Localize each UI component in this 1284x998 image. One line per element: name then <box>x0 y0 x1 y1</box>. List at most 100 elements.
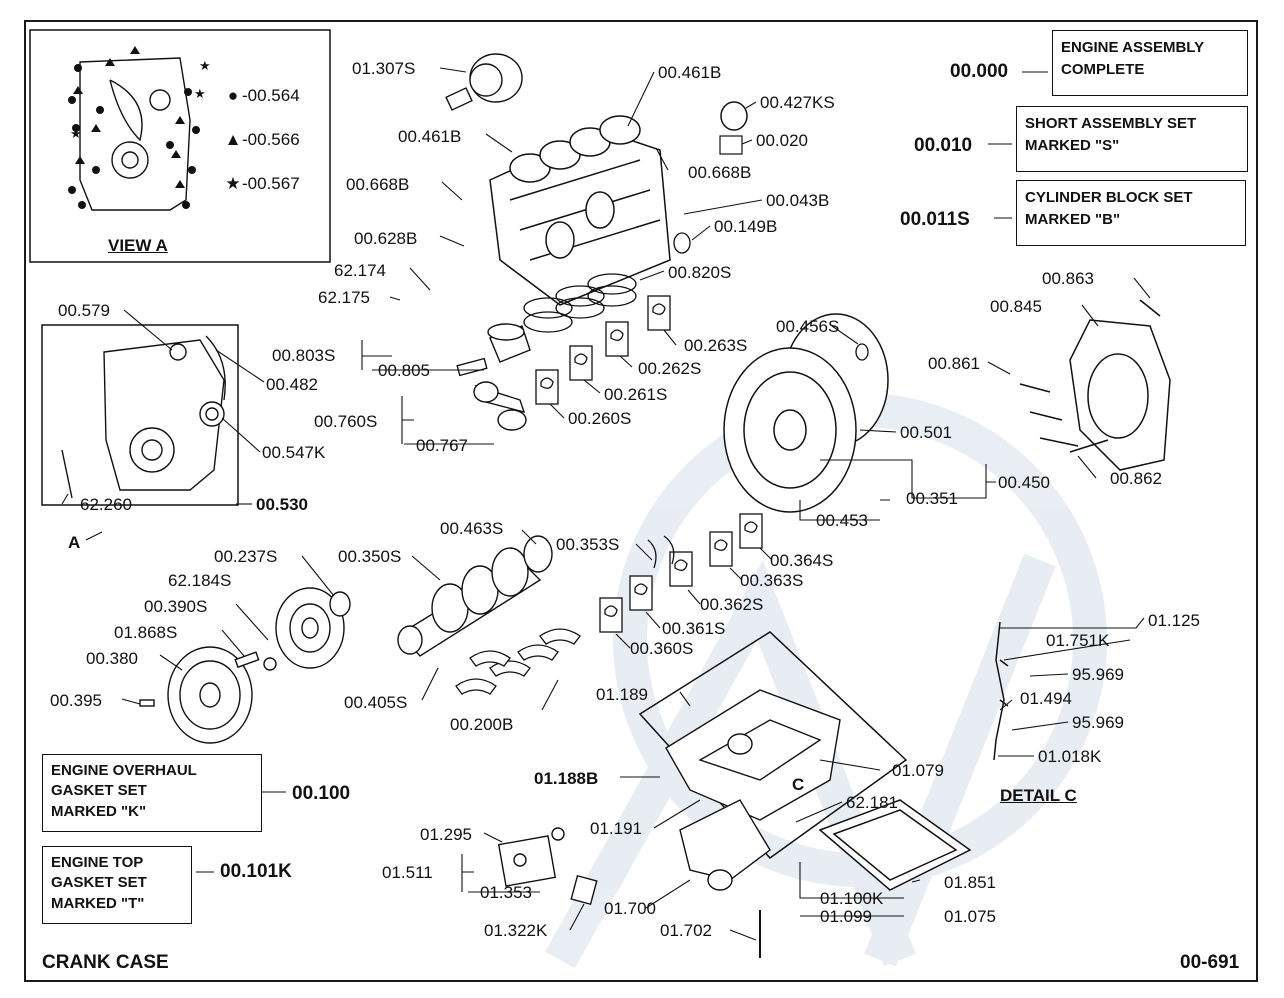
triangle-icon: ▲ <box>224 130 242 149</box>
part-label: 00.845 <box>990 297 1042 316</box>
part-label: 00.200B <box>450 715 514 734</box>
part-label: 01.100K <box>820 889 884 908</box>
pilot-bearing-drawing <box>855 343 869 361</box>
part-label: 00.263S <box>684 336 748 355</box>
part-label: 62.260 <box>80 495 132 514</box>
piston-rings-drawing <box>523 273 637 333</box>
pulley-drawing <box>139 587 351 744</box>
part-label: 00.862 <box>1110 469 1162 488</box>
view-a-fastener-dots <box>68 64 200 209</box>
part-label: 00.760S <box>314 412 378 431</box>
cylinder-block-box: CYLINDER BLOCK SET MARKED "B" <box>1016 180 1246 246</box>
part-label: 00.820S <box>668 263 732 282</box>
part-label: 00.360S <box>630 639 694 658</box>
overhaul-gasket-line2: GASKET SET <box>51 782 147 800</box>
part-label: 00.261S <box>604 385 668 404</box>
part-label: 01.018K <box>1038 747 1102 766</box>
part-label: 00.363S <box>740 571 804 590</box>
view-a-cover-drawing <box>79 57 191 211</box>
part-label: 00.461B <box>658 63 722 82</box>
view-a-frame <box>29 29 331 263</box>
part-label: 01.511 <box>382 863 433 882</box>
overhaul-gasket-line1: ENGINE OVERHAUL <box>51 762 197 779</box>
part-label: 00.262S <box>638 359 702 378</box>
timing-cover-frame <box>41 324 239 506</box>
detail-c-marker: C <box>792 775 805 794</box>
part-label: 01.353 <box>480 883 532 902</box>
part-label: 00.501 <box>900 423 952 442</box>
short-assembly-code: 00.010 <box>914 135 973 156</box>
part-label: 01.191 <box>590 819 642 838</box>
oil-pump-drawing <box>679 799 771 891</box>
part-label: 01.702 <box>660 921 712 940</box>
part-label: 00.361S <box>662 619 726 638</box>
legend-dot-code: -00.564 <box>242 86 300 105</box>
rod-bearing-boxes <box>535 295 671 405</box>
part-label: 00.453 <box>816 511 868 530</box>
part-label: 00.364S <box>770 551 834 570</box>
plug-drawing <box>673 232 691 254</box>
part-label: 95.969 <box>1072 665 1124 684</box>
part-label: 01.494 <box>1020 689 1072 708</box>
oil-pan-lower-drawing <box>818 799 972 891</box>
part-label: 00.579 <box>58 301 110 320</box>
short-assembly-line1: SHORT ASSEMBLY SET <box>1025 115 1197 132</box>
part-label: 00.405S <box>344 693 408 712</box>
bell-housing-bolts <box>1019 299 1161 453</box>
star-icon: ★ <box>225 174 241 193</box>
detail-c-title: DETAIL C <box>1000 786 1077 805</box>
timing-cover-drawing <box>61 335 226 499</box>
part-label: 01.751K <box>1046 631 1110 650</box>
part-label: 00.450 <box>998 473 1050 492</box>
part-label: 00.350S <box>338 547 402 566</box>
part-label: 62.181 <box>846 793 898 812</box>
page-frame <box>24 20 1258 982</box>
part-label: 01.868S <box>114 623 178 642</box>
part-label: 00.362S <box>700 595 764 614</box>
page-code: 00-691 <box>1180 952 1240 973</box>
part-label: 01.851 <box>944 873 996 892</box>
cylinder-block-code: 00.011S <box>900 209 970 230</box>
top-gasket-line1: ENGINE TOP <box>51 854 144 871</box>
part-label: 00.456S <box>776 317 840 336</box>
diagram-title: CRANK CASE <box>42 952 169 973</box>
main-bearings-drawing <box>455 628 581 695</box>
part-label: 01.075 <box>944 907 996 926</box>
dot-icon: ● <box>227 86 239 105</box>
engine-assembly-code: 00.000 <box>950 61 1009 82</box>
top-gasket-code: 00.101K <box>220 861 292 882</box>
part-label: 00.353S <box>556 535 620 554</box>
bell-housing-drawing <box>1069 319 1171 471</box>
view-a-fastener-triangles <box>73 46 185 188</box>
part-label: 00.767 <box>416 436 468 455</box>
part-label: 00.482 <box>266 375 318 394</box>
part-label: 00.530 <box>256 495 308 514</box>
part-label: 00.380 <box>86 649 138 668</box>
part-label: 00.149B <box>714 217 778 236</box>
part-label: 00.668B <box>346 175 410 194</box>
part-label: 00.351 <box>906 489 958 508</box>
part-label: 00.395 <box>50 691 102 710</box>
cylinder-block-line2: MARKED "B" <box>1025 210 1121 228</box>
part-label: 62.184S <box>168 571 232 590</box>
crankshaft-drawing <box>397 535 553 657</box>
engine-assembly-line1: ENGINE ASSEMBLY <box>1061 39 1205 56</box>
svg-text:★: ★ <box>199 58 211 73</box>
part-label: 00.020 <box>756 131 808 150</box>
part-label: 00.390S <box>144 597 208 616</box>
view-a-fastener-stars: ★★★ <box>70 58 211 141</box>
main-bearing-boxes <box>599 513 763 633</box>
part-label: 01.295 <box>420 825 472 844</box>
oil-filter-drawing <box>445 53 523 111</box>
part-label: 95.969 <box>1072 713 1124 732</box>
part-label: 00.668B <box>688 163 752 182</box>
view-a-marker: A <box>68 533 81 552</box>
svg-text:★: ★ <box>70 126 82 141</box>
part-label: 00.805 <box>378 361 430 380</box>
overhaul-gasket-line3: MARKED "K" <box>51 802 147 820</box>
part-label: 00.863 <box>1042 269 1094 288</box>
part-label: 00.463S <box>440 519 504 538</box>
legend-dot: ●-00.564 <box>224 86 300 106</box>
part-label: 00.043B <box>766 191 830 210</box>
